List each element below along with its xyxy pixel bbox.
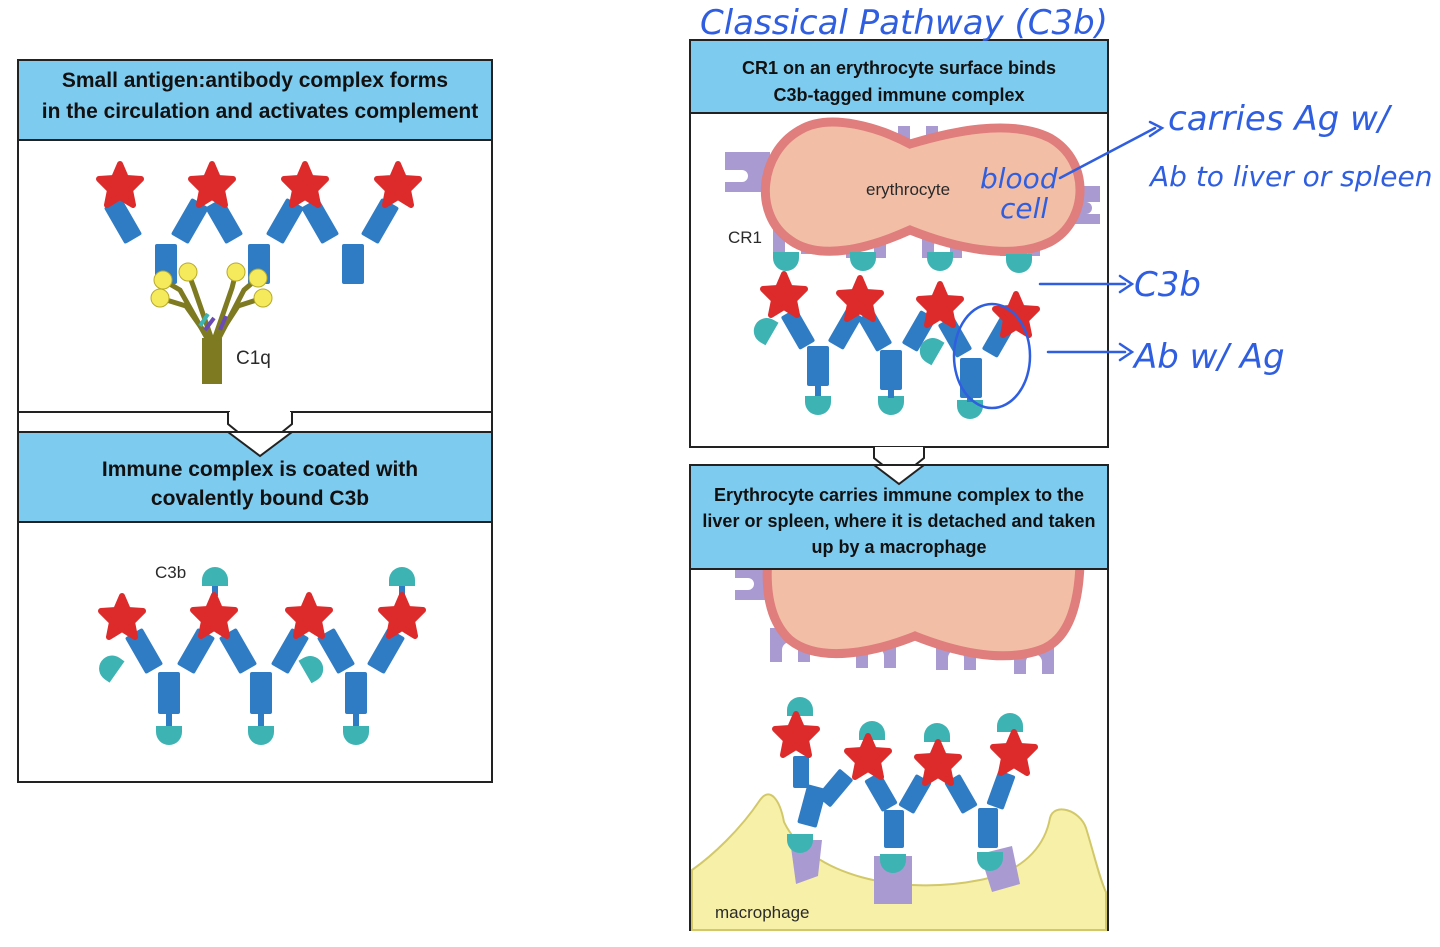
- annotation-cell: cell: [1000, 192, 1048, 225]
- panel-2-title-line-1: Immune complex is coated with: [102, 458, 418, 481]
- annotation-line: [1058, 126, 1157, 180]
- panel-macrophage-uptake: Erythrocyte carries immune complex to th…: [689, 464, 1109, 931]
- erythrocyte-label: erythrocyte: [866, 180, 950, 199]
- erythrocyte: [760, 117, 1085, 256]
- annotation-carries-1: carries Ag w/: [1168, 99, 1393, 139]
- handwritten-annotations: Classical Pathway (C3b) blood cell carri…: [700, 3, 1433, 410]
- annotation-blood: blood: [980, 162, 1058, 195]
- panel-1-title-line-1: Small antigen:antibody complex forms: [62, 69, 448, 92]
- panel-4-title-line-3: up by a macrophage: [811, 537, 986, 557]
- panel-3-header: [689, 39, 1109, 114]
- panel-complex-formation: Small antigen:antibody complex forms in …: [17, 59, 493, 413]
- panel-3-title-line-2: C3b-tagged immune complex: [773, 85, 1024, 105]
- panel-1-title-line-2: in the circulation and activates complem…: [42, 100, 478, 123]
- annotation-c3b: C3b: [1134, 265, 1201, 305]
- cr1-receptors: [735, 568, 1054, 674]
- c1q-label: C1q: [236, 348, 271, 369]
- c3b-label: C3b: [155, 563, 186, 582]
- annotation-carries-2: Ab to liver or spleen: [1148, 160, 1433, 193]
- panel-2-title-line-2: covalently bound C3b: [151, 487, 369, 510]
- annotation-circle: [952, 302, 1032, 410]
- cr1-label: CR1: [728, 228, 762, 247]
- panel-4-title-line-2: liver or spleen, where it is detached an…: [702, 511, 1095, 531]
- panel-4-title-line-1: Erythrocyte carries immune complex to th…: [714, 485, 1084, 505]
- panel-cr1-binding: erythrocyte CR1 CR1 on an erythrocyte su…: [689, 39, 1109, 448]
- antibody-chain: [793, 756, 1016, 848]
- antibody-chain: [104, 198, 399, 284]
- panel-3-title-line-1: CR1 on an erythrocyte surface binds: [742, 58, 1056, 78]
- c1q-complex: [150, 262, 273, 384]
- panel-1-header: [17, 59, 493, 141]
- panel-c3b-coating: Immune complex is coated with covalently…: [17, 431, 493, 783]
- annotation-title: Classical Pathway (C3b): [700, 3, 1108, 43]
- annotation-arrowhead: [1118, 342, 1135, 362]
- annotation-ab-ag: Ab w/ Ag: [1132, 337, 1285, 377]
- macrophage: [691, 793, 1107, 931]
- annotation-arrowhead: [1148, 120, 1165, 138]
- antibody-chain: [125, 586, 405, 726]
- annotation-arrowhead: [1118, 274, 1135, 294]
- macrophage-label: macrophage: [715, 903, 810, 922]
